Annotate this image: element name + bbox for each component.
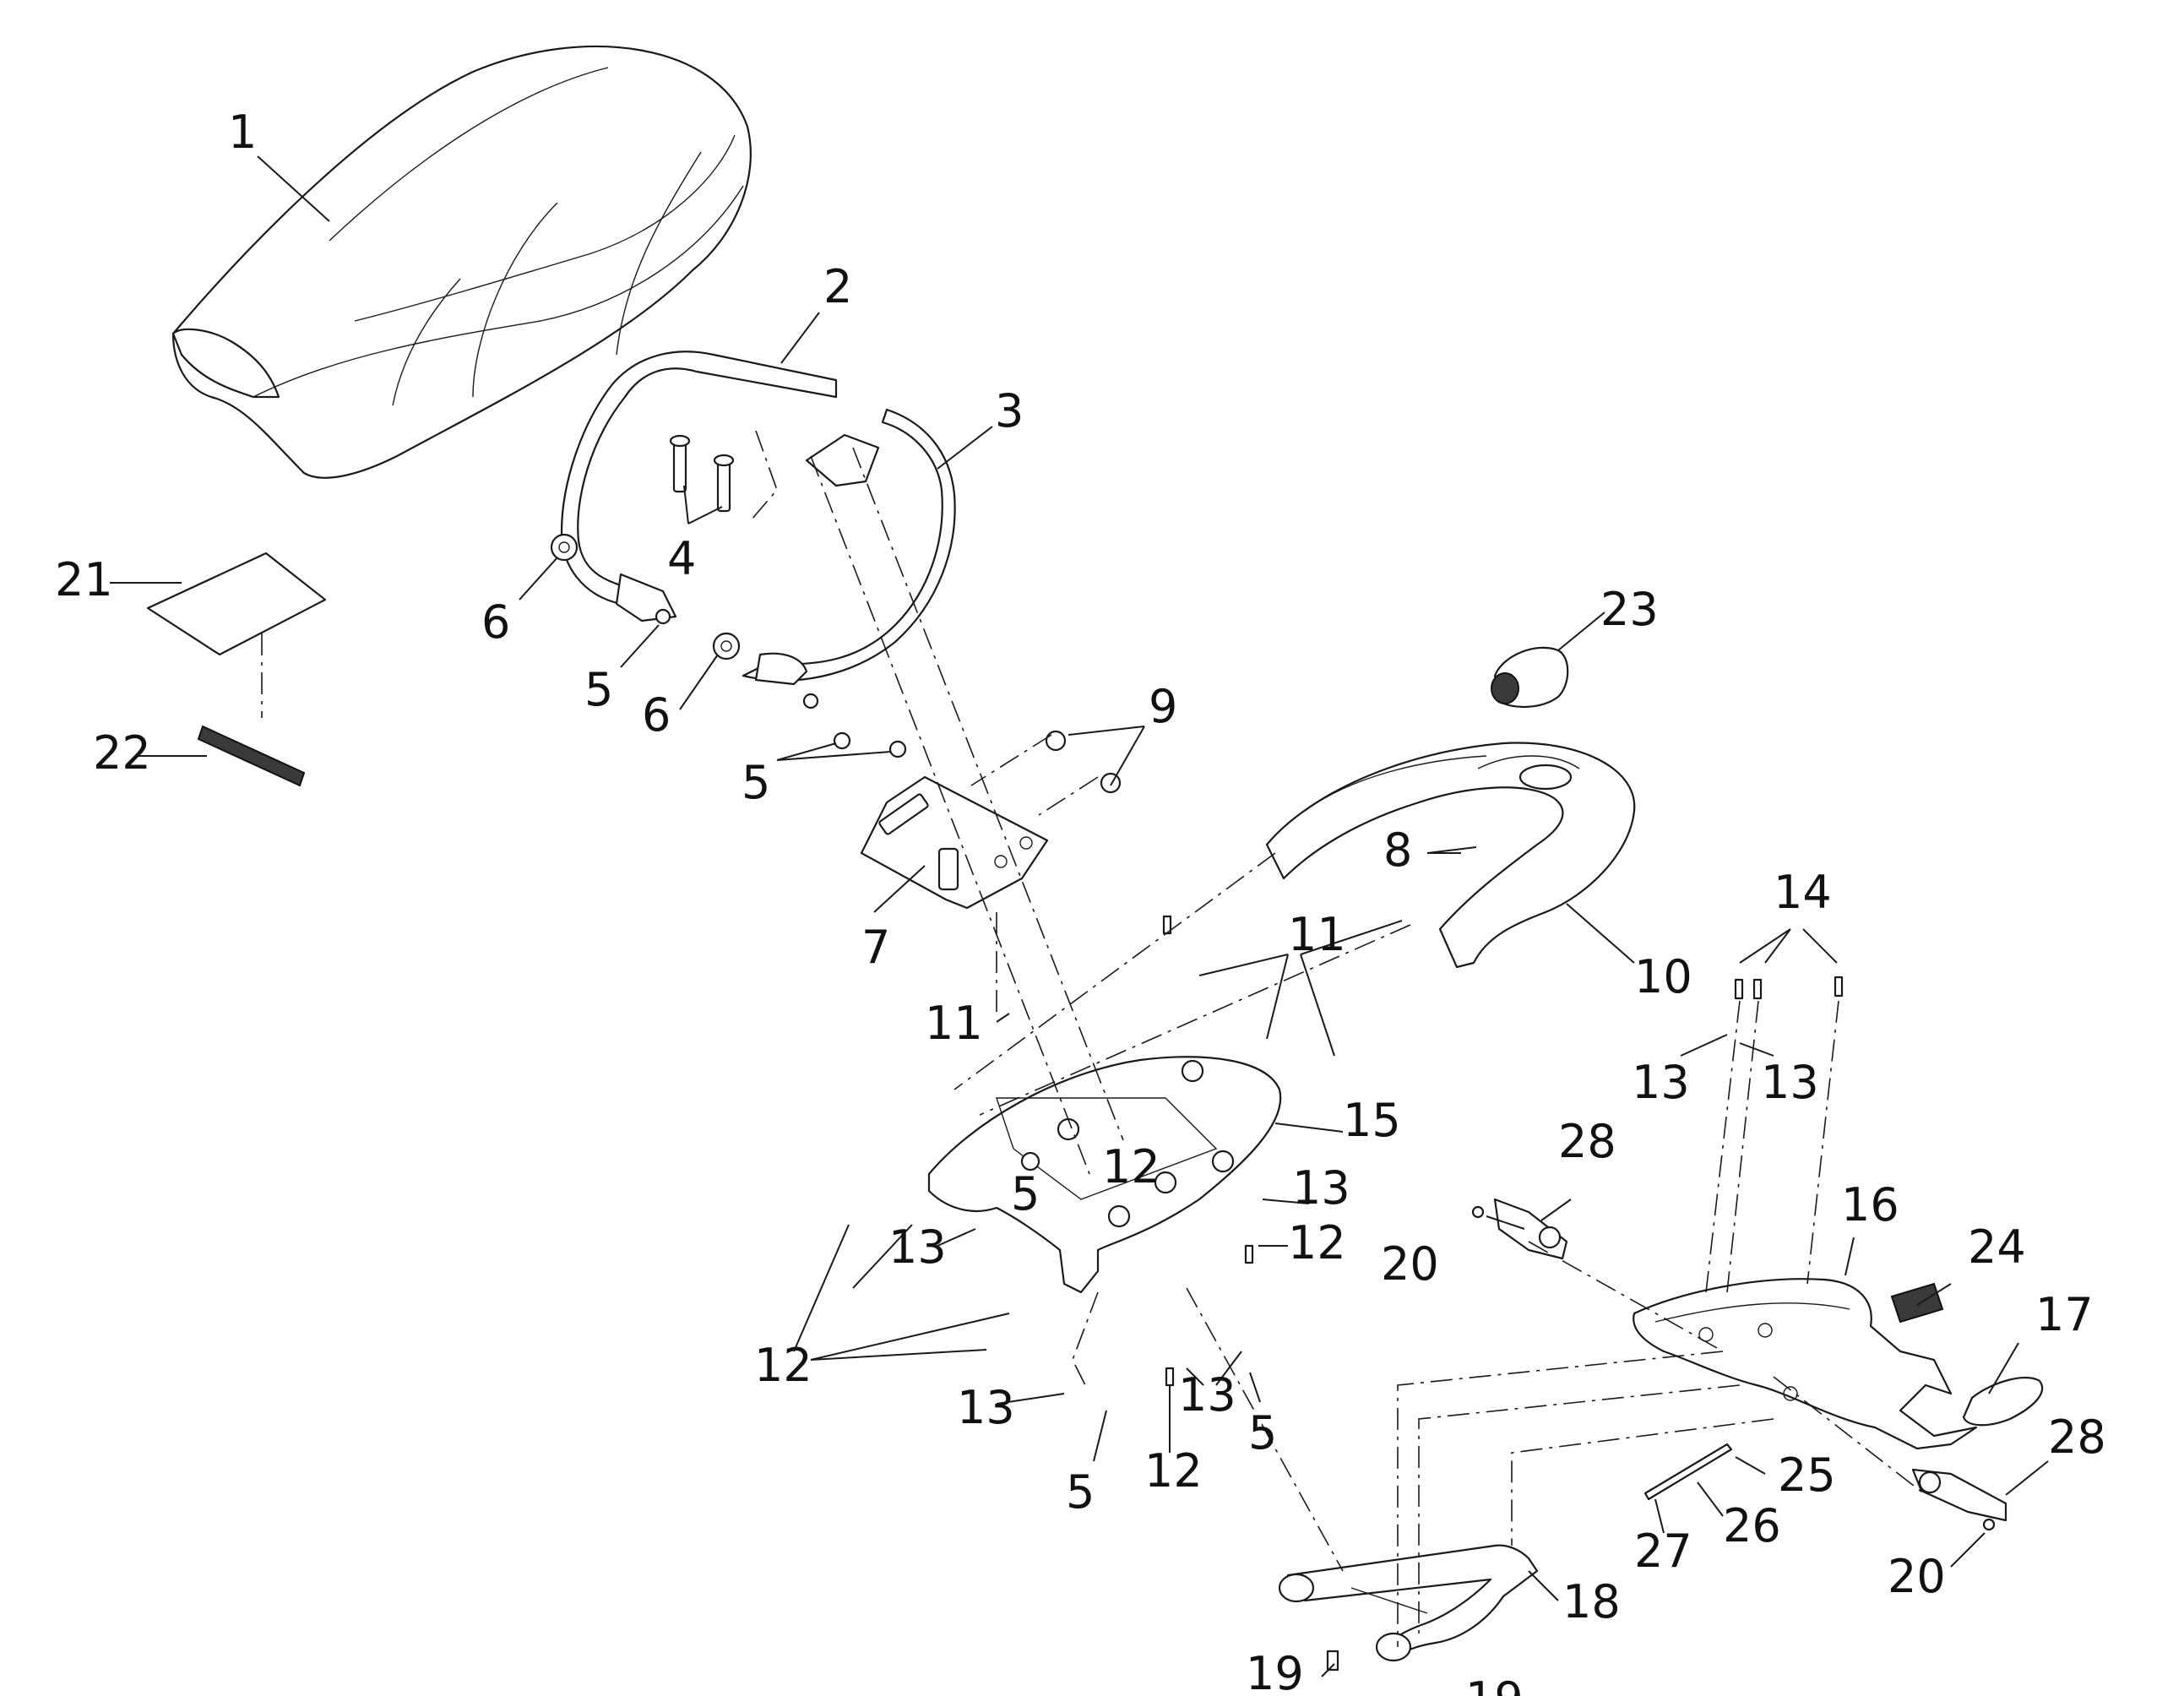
callout-5e: 5: [1066, 1465, 1095, 1519]
callout-13a: 13: [1632, 1056, 1690, 1109]
callout-19b: 19: [1465, 1672, 1524, 1696]
callout-27: 27: [1634, 1525, 1692, 1578]
callout-6a: 6: [481, 595, 510, 649]
callout-10: 10: [1634, 950, 1692, 1003]
callout-26: 26: [1723, 1499, 1781, 1552]
plate-light-part: [1962, 1377, 2044, 1427]
callout-24: 24: [1968, 1220, 2026, 1274]
callout-1: 1: [228, 106, 257, 159]
callout-7: 7: [861, 921, 890, 974]
callout-28a: 28: [1558, 1115, 1616, 1168]
callout-14: 14: [1774, 866, 1832, 919]
callout-3: 3: [995, 384, 1024, 438]
callout-2: 2: [823, 260, 852, 313]
fasteners-part: [1162, 915, 1996, 1672]
subframe-part: [1278, 1544, 1539, 1662]
bolts-part: [669, 434, 735, 513]
callout-labels: 1 2 3 4 5 5 5 5 5 5 6 6 7 8 9 10 11 11 1…: [55, 106, 2106, 1696]
callout-28b: 28: [2048, 1411, 2106, 1464]
strap-part: [197, 725, 306, 787]
callout-12c: 12: [754, 1339, 812, 1392]
rear-cowl-part: [1265, 742, 1636, 969]
callout-5a: 5: [584, 663, 613, 716]
callout-22: 22: [93, 726, 151, 780]
callout-11b: 11: [925, 997, 983, 1050]
callout-5b: 5: [742, 756, 770, 809]
callout-13d: 13: [888, 1220, 947, 1274]
callout-23: 23: [1600, 583, 1659, 636]
cap-part: [1491, 646, 1569, 709]
manual-part: [146, 552, 327, 656]
callout-13c: 13: [1292, 1161, 1350, 1215]
grab-rail-right-part: [742, 408, 956, 686]
callout-20b: 20: [1888, 1550, 1946, 1603]
callout-11a: 11: [1288, 908, 1346, 961]
bracket-part: [860, 775, 1049, 910]
callout-12a: 12: [1102, 1140, 1160, 1193]
callout-25: 25: [1778, 1449, 1836, 1502]
callout-13e: 13: [1178, 1368, 1236, 1421]
callout-21: 21: [55, 553, 113, 606]
reflector-part: [1890, 1282, 1944, 1324]
callout-8: 8: [1383, 824, 1412, 877]
callout-17: 17: [2035, 1288, 2094, 1341]
callout-9: 9: [1149, 680, 1177, 733]
callout-18: 18: [1562, 1575, 1621, 1628]
callout-5d: 5: [1248, 1406, 1277, 1460]
callout-12d: 12: [1144, 1444, 1203, 1498]
callout-6b: 6: [642, 688, 671, 742]
callout-20a: 20: [1381, 1237, 1439, 1291]
callout-16: 16: [1841, 1178, 1899, 1231]
callout-15: 15: [1343, 1094, 1401, 1147]
assembly-lines: [261, 430, 1926, 1647]
footrest-left-part: [1493, 1198, 1568, 1260]
rear-mudguard-part: [1633, 1278, 1978, 1450]
footrest-right-part: [1911, 1468, 2007, 1522]
callout-13f: 13: [957, 1381, 1015, 1434]
callout-5c: 5: [1011, 1167, 1040, 1220]
callout-13b: 13: [1761, 1056, 1819, 1109]
callout-12b: 12: [1288, 1216, 1346, 1269]
callout-4: 4: [667, 532, 696, 585]
grab-rail-left-part: [560, 351, 838, 622]
callout-19a: 19: [1246, 1647, 1304, 1696]
leader-lines: [110, 155, 2049, 1677]
seat-part: [171, 45, 752, 479]
